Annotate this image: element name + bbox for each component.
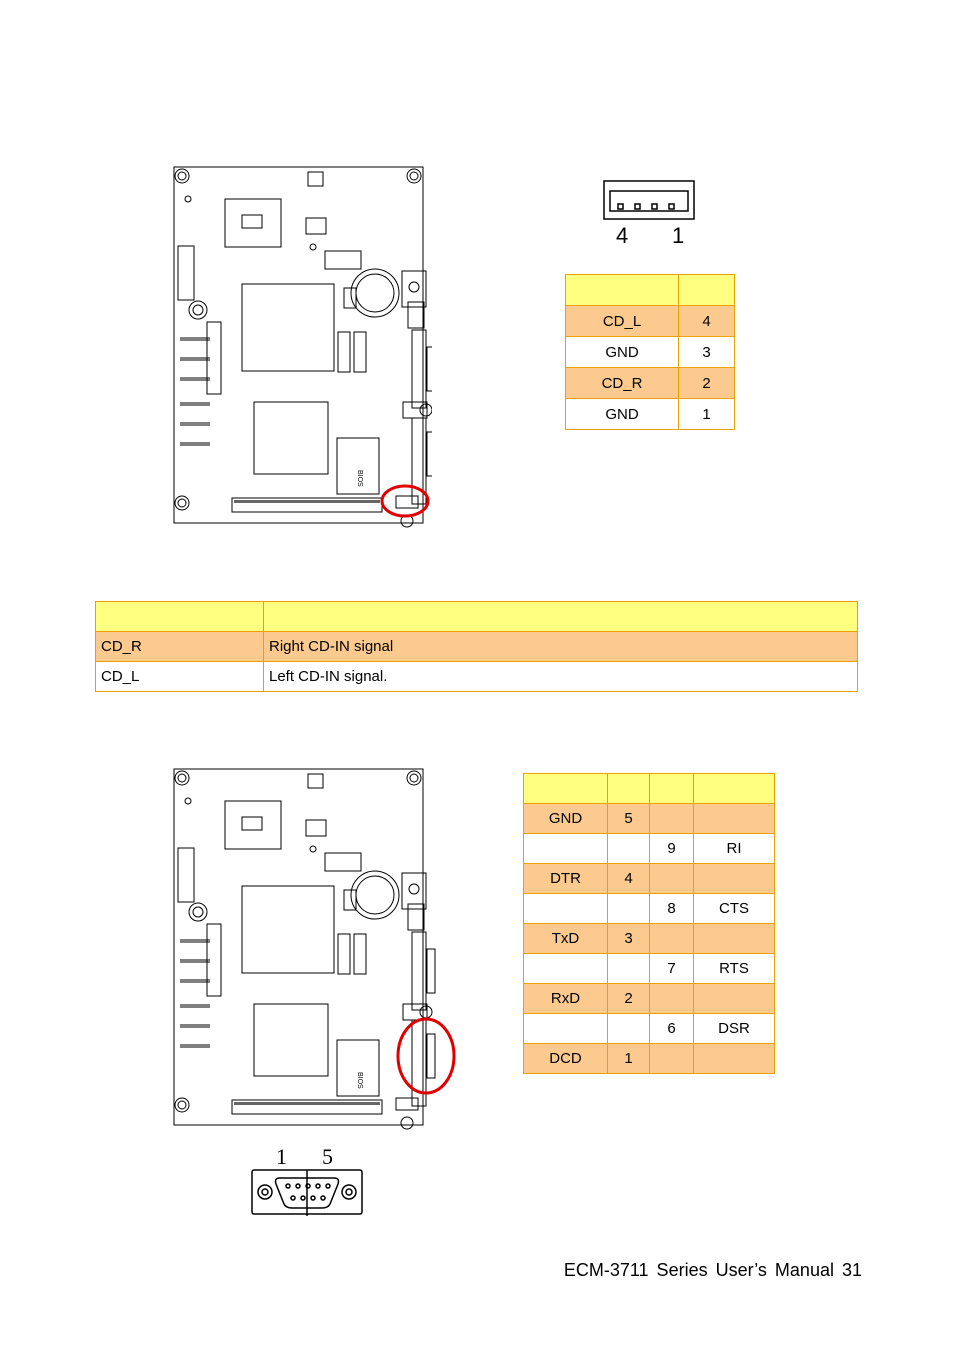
signal-cell: DTR xyxy=(523,863,608,894)
pin-cell xyxy=(649,983,694,1014)
signal-cell: GND xyxy=(565,336,679,368)
pin-cell xyxy=(649,923,694,954)
signal-cell: CD_L xyxy=(95,661,264,692)
header-cell xyxy=(693,773,775,804)
signal-cell: RI xyxy=(693,833,775,864)
db9-pin-label-right: 5 xyxy=(322,1144,333,1169)
signal-cell: TxD xyxy=(523,923,608,954)
signal-cell: RxD xyxy=(523,983,608,1014)
signal-cell xyxy=(523,833,608,864)
signal-cell: CD_R xyxy=(565,367,679,399)
table-row: GND 3 xyxy=(565,336,735,368)
cd-description-table: CD_R Right CD-IN signal CD_L Left CD-IN … xyxy=(95,601,858,692)
signal-cell: CTS xyxy=(693,893,775,924)
table-row: CD_L Left CD-IN signal. xyxy=(95,661,858,692)
signal-cell: DSR xyxy=(693,1013,775,1044)
signal-cell xyxy=(693,923,775,954)
table-row: 7 RTS xyxy=(523,953,775,984)
pin-cell: 2 xyxy=(678,367,735,399)
cd-connector-highlight xyxy=(380,484,430,518)
signal-cell: DCD xyxy=(523,1043,608,1074)
table-row: DCD 1 xyxy=(523,1043,775,1074)
pin-cell xyxy=(649,863,694,894)
pin-cell: 1 xyxy=(678,398,735,430)
pin-cell xyxy=(649,1043,694,1074)
bios-chip-label: BIOS xyxy=(356,470,363,487)
board-diagram-com: BIOS xyxy=(173,768,456,1130)
pin-cell xyxy=(607,953,650,984)
signal-cell xyxy=(693,983,775,1014)
description-cell: Left CD-IN signal. xyxy=(263,661,858,692)
db9-connector-diagram: 1 5 xyxy=(251,1144,363,1216)
header-cell xyxy=(263,601,858,632)
table-row: CD_L 4 xyxy=(565,305,735,337)
signal-cell xyxy=(693,1043,775,1074)
table-row: RxD 2 xyxy=(523,983,775,1014)
pin-cell: 9 xyxy=(649,833,694,864)
header-cell xyxy=(678,274,735,306)
cd-pin-table: CD_L 4 GND 3 CD_R 2 GND 1 xyxy=(565,274,735,430)
cd-pin-label-left: 4 xyxy=(616,223,628,246)
table-header-row xyxy=(523,773,775,804)
table-row: 8 CTS xyxy=(523,893,775,924)
signal-cell xyxy=(523,953,608,984)
pin-cell: 2 xyxy=(607,983,650,1014)
description-cell: Right CD-IN signal xyxy=(263,631,858,662)
pin-cell xyxy=(607,833,650,864)
table-row: TxD 3 xyxy=(523,923,775,954)
signal-cell xyxy=(523,1013,608,1044)
table-row: CD_R 2 xyxy=(565,367,735,399)
table-header-row xyxy=(95,601,858,632)
cd-connector-diagram: 4 1 xyxy=(603,180,695,246)
pin-cell xyxy=(607,893,650,924)
signal-cell: RTS xyxy=(693,953,775,984)
table-header-row xyxy=(565,274,735,306)
pin-cell: 1 xyxy=(607,1043,650,1074)
pin-cell: 8 xyxy=(649,893,694,924)
table-row: CD_R Right CD-IN signal xyxy=(95,631,858,662)
pin-cell: 3 xyxy=(607,923,650,954)
table-row: GND 5 xyxy=(523,803,775,834)
header-cell xyxy=(523,773,608,804)
header-cell xyxy=(95,601,264,632)
cd-pin-label-right: 1 xyxy=(672,223,684,246)
table-row: GND 1 xyxy=(565,398,735,430)
signal-cell: GND xyxy=(565,398,679,430)
page-footer: ECM-3711 Series User’s Manual 31 xyxy=(563,1260,862,1280)
header-cell xyxy=(649,773,694,804)
com-pin-table: GND 5 9 RI DTR 4 8 CTS TxD 3 7 RTS RxD 2 xyxy=(523,773,775,1074)
table-row: DTR 4 xyxy=(523,863,775,894)
pin-cell xyxy=(649,803,694,834)
com-connector-highlight xyxy=(396,1017,456,1095)
pin-cell: 5 xyxy=(607,803,650,834)
signal-cell xyxy=(693,803,775,834)
table-row: 6 DSR xyxy=(523,1013,775,1044)
table-row: 9 RI xyxy=(523,833,775,864)
header-cell xyxy=(565,274,679,306)
bios-chip-label: BIOS xyxy=(356,1072,363,1089)
signal-cell: GND xyxy=(523,803,608,834)
pin-cell: 6 xyxy=(649,1013,694,1044)
pin-cell: 7 xyxy=(649,953,694,984)
pin-cell: 4 xyxy=(678,305,735,337)
signal-cell: CD_L xyxy=(565,305,679,337)
pin-cell: 4 xyxy=(607,863,650,894)
db9-pin-label-left: 1 xyxy=(276,1144,287,1169)
signal-cell: CD_R xyxy=(95,631,264,662)
signal-cell xyxy=(523,893,608,924)
header-cell xyxy=(607,773,650,804)
signal-cell xyxy=(693,863,775,894)
pin-cell: 3 xyxy=(678,336,735,368)
board-diagram-cd: BIOS xyxy=(173,166,432,528)
pin-cell xyxy=(607,1013,650,1044)
